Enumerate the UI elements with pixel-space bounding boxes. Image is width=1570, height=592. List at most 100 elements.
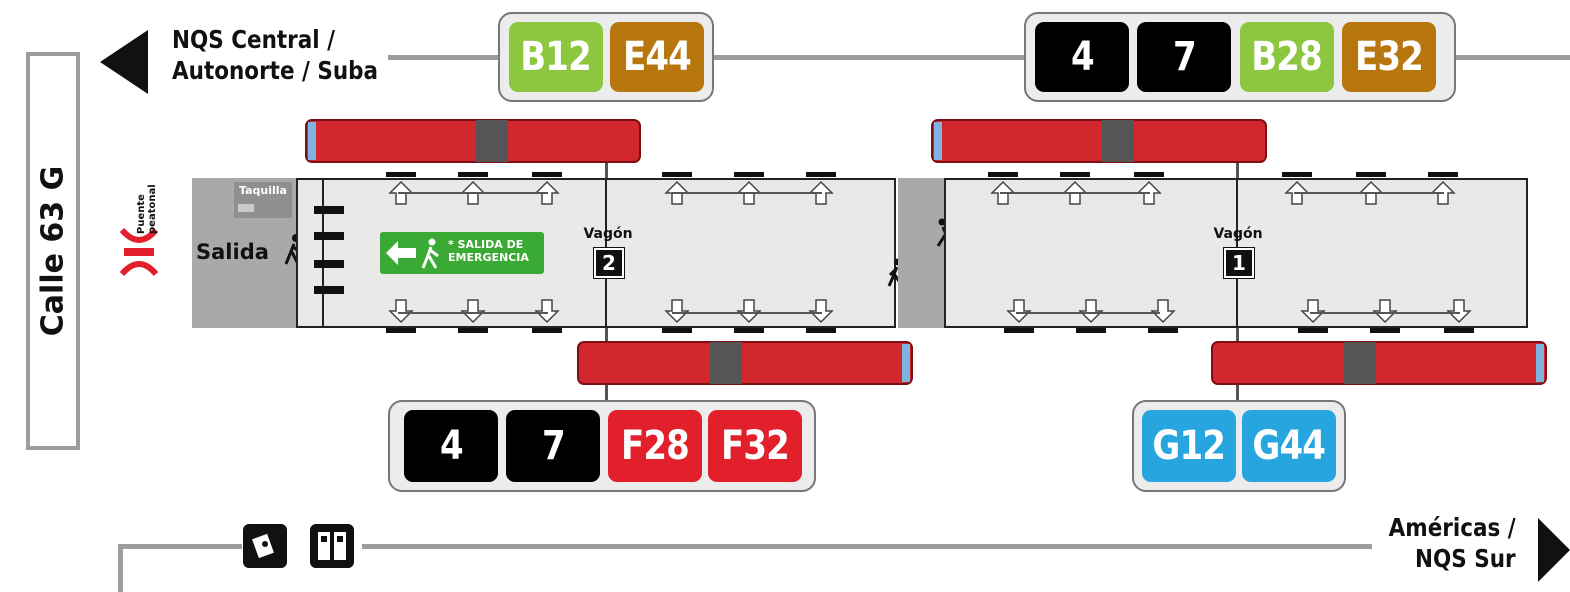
door-marker (988, 172, 1018, 177)
emergency-exit-line2: EMERGENCIA (448, 251, 529, 264)
door-arrow-down-icon (1150, 299, 1176, 324)
door-marker (1370, 328, 1400, 333)
door-arrow-down-icon (388, 299, 414, 324)
door-marker (1428, 172, 1458, 177)
door-marker (806, 328, 836, 333)
door-connector-line (1294, 192, 1444, 194)
door-connector-line (1310, 312, 1460, 314)
route-badge: 4 (404, 410, 498, 482)
route-badge: E44 (610, 22, 704, 92)
door-marker (1134, 172, 1164, 177)
south-direction-line1: Américas / (1389, 513, 1516, 542)
arrow-left-icon (386, 241, 416, 265)
south-line-segment (118, 544, 123, 592)
door-connector-line (672, 192, 822, 194)
route-badge: G12 (1142, 410, 1236, 482)
wagon-2-label: Vagón (583, 226, 633, 242)
door-marker (734, 172, 764, 177)
door-marker (806, 172, 836, 177)
wagon-1-label: Vagón (1213, 226, 1263, 242)
ticket-office: Taquilla (234, 182, 292, 218)
door-marker (458, 172, 488, 177)
street-label: Calle 63 G (35, 165, 71, 337)
south-line-segment (362, 544, 1372, 549)
door-marker (1004, 328, 1034, 333)
route-badge: F28 (608, 410, 702, 482)
route-badge: 7 (1137, 22, 1231, 92)
turnstiles (314, 206, 344, 296)
route-badge: F32 (708, 410, 802, 482)
south-direction-label: Américas / NQS Sur (1389, 512, 1516, 574)
south-direction-line2: NQS Sur (1415, 544, 1516, 573)
door-marker (458, 328, 488, 333)
door-marker (386, 172, 416, 177)
arrow-right-icon (1538, 518, 1570, 582)
south-line-segment (118, 544, 242, 549)
callout-pointer (605, 158, 608, 178)
route-badge: G44 (1242, 410, 1336, 482)
ticket-office-label: Taquilla (239, 184, 287, 197)
door-arrow-down-icon (1446, 299, 1472, 324)
door-marker (532, 172, 562, 177)
door-connector-line (672, 312, 822, 314)
door-arrow-down-icon (664, 299, 690, 324)
card-recharge-icon (243, 524, 287, 568)
door-connector-line (398, 312, 548, 314)
door-arrow-down-icon (736, 299, 762, 324)
pedestrian-icon (421, 238, 439, 269)
route-badge: E32 (1342, 22, 1436, 92)
door-marker (1444, 328, 1474, 333)
bridge-label-text: Puente peatonal (136, 184, 158, 234)
door-marker (1060, 172, 1090, 177)
route-badge: B12 (509, 22, 603, 92)
emergency-exit-label: * SALIDA DE EMERGENCIA (448, 238, 529, 264)
arrow-left-icon (100, 30, 148, 94)
callout-pointer (1236, 158, 1239, 178)
door-marker (662, 328, 692, 333)
door-arrow-down-icon (1078, 299, 1104, 324)
turnstile-line (322, 178, 324, 328)
door-marker (734, 328, 764, 333)
door-marker (1076, 328, 1106, 333)
door-arrow-down-icon (1006, 299, 1032, 324)
door-marker (662, 172, 692, 177)
street-box: Calle 63 G (26, 52, 80, 450)
bus-north-wagon-2 (305, 119, 641, 163)
ticket-machine-icon (310, 524, 354, 568)
door-marker (1148, 328, 1178, 333)
route-badge: 4 (1035, 22, 1129, 92)
door-marker (1282, 172, 1312, 177)
north-direction-label: NQS Central / Autonorte / Suba (172, 24, 378, 86)
door-arrow-down-icon (1300, 299, 1326, 324)
wagon-2-number: 2 (593, 247, 625, 279)
bus-south-wagon-1 (1211, 341, 1547, 385)
door-connector-line (398, 192, 548, 194)
bus-north-wagon-1 (931, 119, 1267, 163)
bridge-label (133, 130, 173, 180)
north-direction-line1: NQS Central / (172, 25, 336, 54)
route-badge: 7 (506, 410, 600, 482)
door-arrow-down-icon (808, 299, 834, 324)
bus-south-wagon-2 (577, 341, 913, 385)
door-connector-line (1000, 192, 1150, 194)
route-badge: B28 (1240, 22, 1334, 92)
north-line-segment (388, 55, 500, 60)
emergency-exit-line1: * SALIDA DE (448, 238, 524, 251)
bridge-label-line1: Puente (136, 194, 147, 234)
door-connector-line (1016, 312, 1160, 314)
door-marker (1298, 328, 1328, 333)
north-line-segment (712, 55, 1024, 60)
wagon-1-number: 1 (1223, 247, 1255, 279)
emergency-exit-sign: * SALIDA DE EMERGENCIA (380, 232, 544, 274)
connector-area (898, 178, 944, 328)
north-direction-line2: Autonorte / Suba (172, 56, 379, 85)
door-arrow-down-icon (1372, 299, 1398, 324)
pedestrian-bridge-icon (120, 228, 158, 276)
north-line-segment (1455, 55, 1570, 60)
door-marker (1356, 172, 1386, 177)
door-arrow-down-icon (534, 299, 560, 324)
door-arrow-down-icon (460, 299, 486, 324)
exit-label: Salida (196, 240, 269, 264)
door-marker (386, 328, 416, 333)
bridge-label-line2: peatonal (147, 184, 158, 234)
